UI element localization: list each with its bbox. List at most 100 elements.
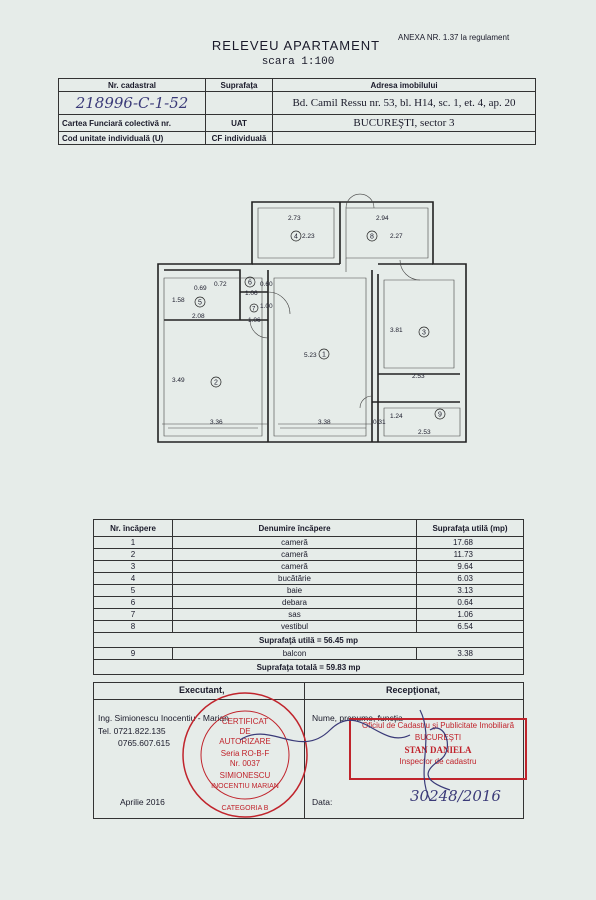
- executant-tel1: Tel. 0721.822.135: [98, 726, 166, 736]
- room-name: debara: [172, 596, 417, 609]
- data-label: Data:: [312, 797, 333, 807]
- dim-label: 0.31: [373, 419, 386, 426]
- dim-label: 3.49: [172, 377, 185, 384]
- executant-date: Aprilie 2016: [120, 797, 165, 807]
- nr-cadastral-value: 218996-C-1-52: [75, 94, 189, 112]
- dim-label: 1.06: [248, 317, 261, 324]
- room-label: 7: [252, 307, 256, 313]
- room-label: 3: [422, 330, 426, 337]
- stamp-line: CATEGORIA B: [222, 805, 269, 812]
- stamp-line: STAN DANIELA: [404, 745, 472, 755]
- room-label: 5: [198, 300, 202, 307]
- stamp-line: DE: [239, 727, 250, 736]
- room-area: 3.13: [416, 584, 524, 597]
- stamp-line: BUCUREŞTI: [414, 733, 462, 742]
- stamp-line: Seria RO-B-F: [221, 749, 270, 758]
- dim-label: 2.23: [302, 233, 315, 240]
- floor-plan-room-labels: 1 2 3 4 5 6 7 8 9: [194, 230, 446, 420]
- floor-plan-dimensions: 2.73 2.23 2.94 2.27 0.69 0.72 1.06 0.60 …: [172, 215, 431, 436]
- uat-value: BUCUREŞTI, sector 3: [272, 114, 536, 132]
- carte-funciara-label: Cartea Funciară colectivă nr.: [58, 114, 206, 132]
- room-nr: 6: [93, 596, 173, 609]
- dim-label: 3.36: [210, 419, 223, 426]
- room-label: 4: [294, 234, 298, 241]
- room-label: 2: [214, 380, 218, 387]
- col-header-nr: Nr. încăpere: [93, 519, 173, 537]
- room-area: 6.03: [416, 572, 524, 585]
- room-area: 17.68: [416, 536, 524, 549]
- dim-label: 2.53: [418, 429, 431, 436]
- annex-note: ANEXA NR. 1.37 la regulament: [398, 33, 510, 42]
- dim-label: 5.23: [304, 352, 317, 359]
- room-label: 1: [322, 352, 326, 359]
- room-name: vestibul: [172, 620, 417, 633]
- header-table: Nr. cadastral Suprafața Adresa imobilulu…: [58, 78, 536, 145]
- room-name: cameră: [172, 560, 417, 573]
- room-name: baie: [172, 584, 417, 597]
- room-nr: 4: [93, 572, 173, 585]
- room-nr: 7: [93, 608, 173, 621]
- dim-label: 3.38: [318, 419, 331, 426]
- suprafata-totala: Suprafaţa totală = 59.83 mp: [93, 659, 524, 675]
- dim-label: 3.81: [390, 327, 403, 334]
- room-area: 1.06: [416, 608, 524, 621]
- floor-plan: 2.73 2.23 2.94 2.27 0.69 0.72 1.06 0.60 …: [157, 193, 467, 443]
- floor-plan-inner: [162, 193, 461, 437]
- room-name: sas: [172, 608, 417, 621]
- room-nr: 5: [93, 584, 173, 597]
- room-nr: 3: [93, 560, 173, 573]
- stamp-line: AUTORIZARE: [219, 737, 270, 746]
- room-area: 11.73: [416, 548, 524, 561]
- room-nr: 8: [93, 620, 173, 633]
- adresa-label: Adresa imobilului: [272, 78, 536, 92]
- room-nr: 2: [93, 548, 173, 561]
- rooms-table: Nr. încăpere Denumire încăpere Suprafaţa…: [93, 519, 524, 675]
- col-header-name: Denumire încăpere: [172, 519, 417, 537]
- room-nr: 1: [93, 536, 173, 549]
- room-name: cameră: [172, 536, 417, 549]
- dim-label: 0.72: [214, 281, 227, 288]
- cf-individuala-label: CF individuală: [205, 131, 273, 145]
- document-title: RELEVEU APARTAMENT: [211, 38, 381, 53]
- dim-label: 2.08: [192, 313, 205, 320]
- executant-tel2: 0765.607.615: [118, 738, 170, 748]
- dim-label: 2.53: [412, 373, 425, 380]
- round-stamp: CERTIFICAT DE AUTORIZARE Seria RO-B-F Nr…: [182, 692, 308, 818]
- scale-note: scara 1:100: [261, 56, 335, 68]
- stamp-line: SIMIONESCU: [220, 771, 271, 780]
- dim-label: 2.94: [376, 215, 389, 222]
- balcon-area: 3.38: [416, 647, 524, 660]
- room-label: 6: [248, 280, 252, 287]
- adresa-value: Bd. Camil Ressu nr. 53, bl. H14, sc. 1, …: [272, 91, 536, 115]
- stamp-line: Oficiul de Cadastru şi Publicitate Imobi…: [361, 721, 515, 730]
- signature-scribbles: [239, 709, 451, 801]
- room-name: bucătărie: [172, 572, 417, 585]
- suprafata-utila-total: Suprafaţă utilă = 56.45 mp: [93, 632, 524, 648]
- room-label: 8: [370, 234, 374, 241]
- uat-label: UAT: [205, 114, 273, 132]
- balcon-name: balcon: [172, 647, 417, 660]
- room-name: cameră: [172, 548, 417, 561]
- stamp-line: INOCENTIU MARIAN: [211, 783, 279, 790]
- dim-label: 1.24: [390, 413, 403, 420]
- executant-label: Executant,: [179, 685, 225, 695]
- room-area: 9.64: [416, 560, 524, 573]
- dim-label: 0.69: [194, 285, 207, 292]
- room-area: 6.54: [416, 620, 524, 633]
- room-label: 9: [438, 412, 442, 419]
- dim-label: 2.73: [288, 215, 301, 222]
- executant-name: Ing. Simionescu Inocentiu - Marian: [98, 713, 229, 723]
- dim-label: 0.60: [260, 281, 273, 288]
- dim-label: 1.06: [245, 290, 258, 297]
- col-header-area: Suprafaţa utilă (mp): [416, 519, 524, 537]
